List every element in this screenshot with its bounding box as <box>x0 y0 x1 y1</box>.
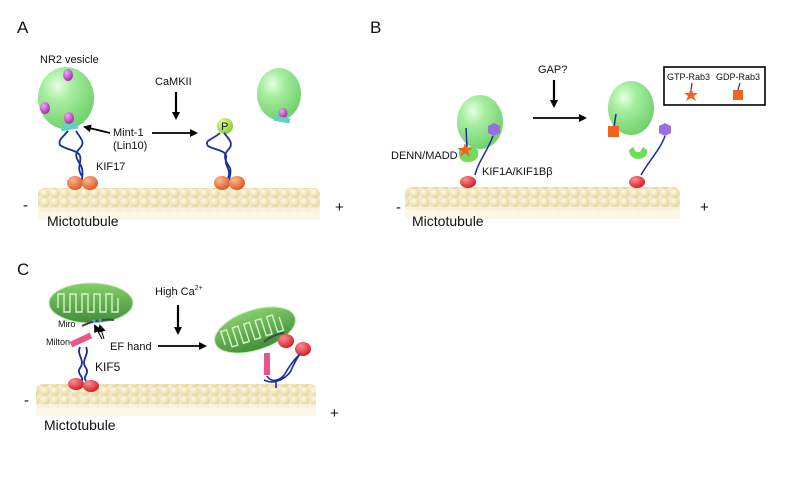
legend-gdp-rab3-label: GDP-Rab3 <box>716 72 760 82</box>
kif17-motor-head <box>229 176 245 190</box>
nr2-vesicle <box>38 67 94 129</box>
released-synaptic-vesicle <box>608 81 654 135</box>
panel-a: A NR2 vesicle CaMKII - + Mictotubule KIF… <box>17 18 344 229</box>
kif1a-stalk <box>474 135 494 176</box>
phospho-label: P <box>221 121 228 133</box>
microtubule-label-c: Mictotubule <box>44 417 116 433</box>
nr2-vesicle-label: NR2 vesicle <box>40 54 99 66</box>
milton <box>69 332 93 348</box>
legend-gtp-rab3-label: GTP-Rab3 <box>667 72 710 82</box>
ef-hand-label: EF hand <box>110 341 152 353</box>
kif5-motor-head-bound <box>278 334 294 348</box>
ef-hand-pointer <box>97 324 106 340</box>
miro-detached <box>263 332 285 343</box>
minus-end-a: - <box>23 197 28 214</box>
mint1-left-arrow <box>83 124 111 134</box>
hexagon-cargo <box>659 123 671 136</box>
miro <box>81 318 115 327</box>
kif5-coiled-coil-folded <box>263 353 301 383</box>
rab3-stalk <box>465 127 468 148</box>
high-ca-label: High Ca2+ <box>155 285 203 298</box>
kif5-label: KIF5 <box>95 360 121 374</box>
kif17-coiled-coil <box>58 130 84 181</box>
rab3-stalk <box>613 113 617 128</box>
miro-label: Miro <box>58 319 76 329</box>
microtubule-label-b: Mictotubule <box>412 213 484 229</box>
microtubule-c-shadow <box>36 404 316 416</box>
panel-b: B GAP? GTP-Rab3 GDP-Rab3 - + Mictotubule… <box>370 18 766 229</box>
nr2-receptor <box>40 102 50 114</box>
mint1-adaptor-released <box>273 115 291 124</box>
kif17-coiled-coil-free <box>206 132 232 181</box>
kif5-motor-head-bound <box>295 342 311 356</box>
kif1a-kif1b-label: KIF1A/KIF1Bβ <box>482 166 553 178</box>
microtubule-c <box>36 384 316 408</box>
nr2-receptor <box>63 69 73 81</box>
camkii-label: CaMKII <box>155 76 192 88</box>
plus-end-c: + <box>330 405 339 422</box>
ef-hand-site <box>92 319 96 323</box>
hexagon-cargo <box>488 123 500 136</box>
nr2-receptor <box>64 112 74 124</box>
kif1a-motor-head <box>629 176 645 188</box>
kif5-motor-head <box>83 380 99 392</box>
kif1a-stalk <box>640 135 666 176</box>
detached-mitochondrion-group <box>214 306 296 354</box>
denn-madd-adaptor-free <box>629 147 648 159</box>
released-vesicle <box>257 68 301 120</box>
kif5-motor-head <box>68 378 84 390</box>
microtubule-b-shadow <box>405 207 680 219</box>
kif17-motor-head <box>82 176 98 190</box>
mitochondrial-cristae <box>57 293 119 313</box>
kif1a-motor-head <box>460 176 476 188</box>
milton-detached <box>264 353 270 375</box>
nr2-receptor <box>278 108 288 118</box>
phospho-circle <box>217 118 233 134</box>
minus-end-b: - <box>396 199 401 216</box>
panel-label-a: A <box>17 18 29 37</box>
mitochondrion-detached <box>214 306 296 354</box>
mitochondrial-cristae <box>219 314 285 348</box>
panel-c: C High Ca2+ - + Mictotubule Miro Milton … <box>17 260 339 433</box>
lin10-label: (Lin10) <box>113 140 147 152</box>
denn-madd-label: DENN/MADD <box>391 150 458 162</box>
mitochondrion <box>48 282 134 324</box>
gtp-rab3-star <box>457 143 473 157</box>
kif17-motor-head <box>214 176 230 190</box>
mint1-label: Mint-1 <box>113 127 144 139</box>
microtubule-label-a: Mictotubule <box>47 213 119 229</box>
kif17-label: KIF17 <box>96 161 125 173</box>
gtp-rab3-star-icon <box>684 88 698 101</box>
microtubule-a <box>38 188 320 212</box>
panel-label-c: C <box>17 260 29 279</box>
kif17-motor-head <box>67 176 83 190</box>
plus-end-a: + <box>335 199 344 216</box>
gdp-rab3-square <box>608 126 619 137</box>
plus-end-b: + <box>700 199 709 216</box>
minus-end-c: - <box>24 392 29 409</box>
synaptic-vesicle <box>457 95 503 149</box>
ef-hand-site <box>98 318 102 322</box>
milton-label: Milton <box>46 337 70 347</box>
panel-label-b: B <box>370 18 381 37</box>
kif5-coiled-coil <box>78 346 89 382</box>
legend-stalk <box>737 82 741 91</box>
mint1-adaptor <box>60 122 79 132</box>
gap-label: GAP? <box>538 64 567 76</box>
microtubule-a-shadow <box>38 208 320 220</box>
microtubule-b <box>405 187 680 211</box>
gdp-rab3-square-icon <box>733 90 743 100</box>
rab3-legend <box>663 66 766 106</box>
